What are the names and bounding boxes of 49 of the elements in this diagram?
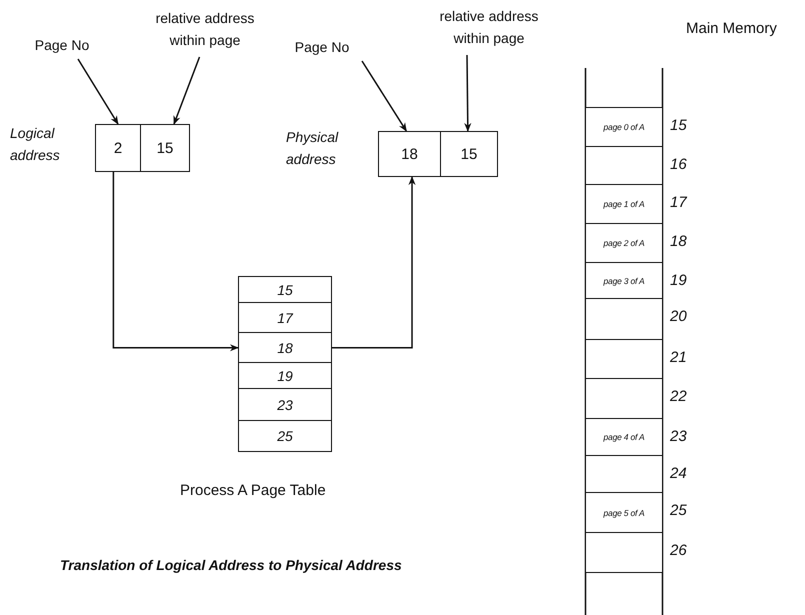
- page-table-entry: 18: [238, 332, 332, 364]
- address-caption: Physical address: [286, 128, 340, 169]
- page-table-entry: 23: [238, 388, 332, 422]
- arrow: [332, 176, 416, 348]
- frame-number: 26: [670, 542, 687, 559]
- frame-number: 17: [670, 194, 687, 211]
- memory-frame: page 2 of A: [585, 223, 663, 264]
- empty-memory-frame: [585, 146, 663, 186]
- arrow: [173, 56, 200, 125]
- arrow: [361, 60, 407, 132]
- annotation-text: Page No: [282, 36, 362, 58]
- frame-number: 22: [670, 388, 687, 405]
- empty-memory-frame: [585, 378, 663, 420]
- page-table-entry: 17: [238, 302, 332, 334]
- address-field: 15: [440, 131, 498, 177]
- empty-memory-frame: [585, 298, 663, 340]
- frame-number: 20: [670, 308, 687, 325]
- frame-number: 18: [670, 233, 687, 250]
- address-field: 18: [378, 131, 441, 177]
- annotation-text: relative address within page: [150, 4, 260, 54]
- frame-number: 15: [670, 117, 687, 134]
- frame-number: 21: [670, 349, 687, 366]
- memory-frame: page 3 of A: [585, 262, 663, 300]
- arrow: [112, 172, 239, 352]
- frame-number: 16: [670, 156, 687, 173]
- annotation-text: Page No: [22, 34, 102, 56]
- page-table-entry: 19: [238, 362, 332, 390]
- annotation-text: relative address within page: [434, 2, 544, 52]
- frame-number: 24: [670, 465, 687, 482]
- page-table-entry: 15: [238, 276, 332, 304]
- frame-number: 19: [670, 272, 687, 289]
- table-caption: Process A Page Table: [180, 482, 326, 499]
- memory-frame: page 5 of A: [585, 492, 663, 534]
- memory-frame: page 0 of A: [585, 107, 663, 148]
- memory-frame: page 4 of A: [585, 418, 663, 456]
- empty-memory-frame: [585, 455, 663, 494]
- frame-number: 23: [670, 428, 687, 445]
- memory-frame: page 1 of A: [585, 184, 663, 224]
- address-field: 15: [140, 124, 190, 172]
- address-field: 2: [95, 124, 141, 172]
- section-heading: Main Memory: [686, 20, 777, 37]
- arrow: [464, 55, 472, 132]
- empty-memory-frame: [585, 532, 663, 572]
- address-caption: Logical address: [10, 124, 61, 165]
- frame-number: 25: [670, 502, 687, 519]
- figure-caption: Translation of Logical Address to Physical Address: [60, 557, 402, 573]
- page-table-entry: 25: [238, 420, 332, 452]
- arrow: [77, 58, 119, 125]
- empty-memory-frame: [585, 339, 663, 380]
